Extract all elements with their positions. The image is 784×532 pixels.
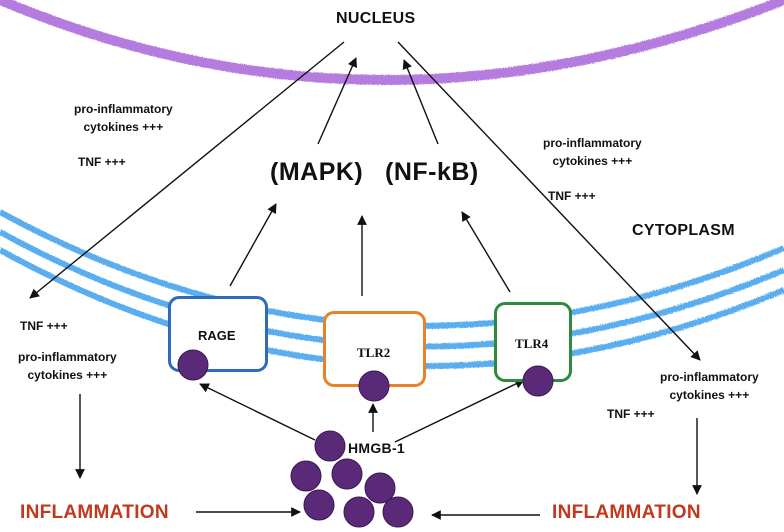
top-right-tnf: TNF +++ (548, 189, 596, 203)
right-cytokines: pro-inflammatory cytokines +++ (660, 370, 759, 402)
arrow-hmgb1-to-tlr4 (394, 379, 525, 443)
hmgb1-bound-tlr2 (358, 370, 390, 402)
inflammation-right-label: INFLAMMATION (552, 502, 701, 523)
left-cytokines: pro-inflammatory cytokines +++ (18, 350, 117, 382)
top-right-cytokines: pro-inflammatory cytokines +++ (543, 136, 642, 168)
cytoplasm-label: CYTOPLASM (632, 222, 735, 239)
inflammation-left-label: INFLAMMATION (20, 502, 169, 523)
arrow-nucleus-to-left-tnf (29, 41, 345, 299)
hmgb1-molecule (314, 430, 346, 462)
hmgb1-label: HMGB-1 (348, 440, 406, 456)
arrow-mapk-to-nucleus (317, 57, 357, 145)
nfkb-label: (NF-kB) (385, 158, 479, 186)
top-left-tnf: TNF +++ (78, 155, 126, 169)
nucleus-label: NUCLEUS (336, 10, 416, 27)
mapk-label: (MAPK) (270, 158, 364, 186)
tlr4-label: TLR4 (515, 336, 549, 351)
arrow-tlr4-to-nfkb (461, 211, 511, 293)
tlr2-label: TLR2 (357, 345, 391, 360)
right-tnf: TNF +++ (607, 407, 655, 421)
nuclear-membrane (0, 0, 784, 85)
hmgb1-molecule (382, 496, 414, 528)
hmgb1-bound-tlr4 (522, 365, 554, 397)
hmgb1-molecule (343, 496, 375, 528)
hmgb1-molecule (331, 458, 363, 490)
arrow-hmgb1-to-rage (199, 383, 316, 441)
hmgb1-molecule (303, 489, 335, 521)
hmgb1-molecules (290, 430, 414, 528)
rage-label: RAGE (198, 328, 236, 343)
arrow-rage-to-mapk (229, 203, 277, 287)
left-tnf: TNF +++ (20, 319, 68, 333)
hmgb1-bound-rage (177, 349, 209, 381)
arrow-nucleus-to-right-cytokines (397, 41, 701, 361)
hmgb1-molecule (290, 460, 322, 492)
arrows (29, 41, 702, 520)
arrow-nfkb-to-nucleus (402, 59, 439, 145)
top-left-cytokines: pro-inflammatory cytokines +++ (74, 102, 173, 134)
hmgb1-molecule (364, 472, 396, 504)
